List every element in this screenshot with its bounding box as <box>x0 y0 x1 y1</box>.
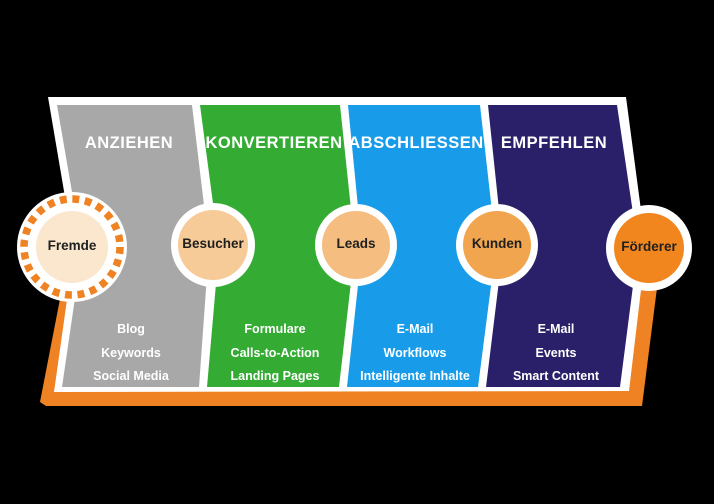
circle-foerderer <box>614 213 684 283</box>
list-item: Workflows <box>383 345 447 360</box>
circle-fremde-dashes <box>20 195 124 299</box>
items-konvertieren: Formulare Calls-to-Action Landing Pages <box>180 318 370 389</box>
list-item: Formulare <box>244 322 306 336</box>
heading-empfehlen: EMPFEHLEN <box>500 134 608 152</box>
circle-fremde <box>36 211 108 283</box>
list-item: Social Media <box>93 369 169 383</box>
list-item: Landing Pages <box>230 369 320 383</box>
items-empfehlen: E-Mail Events Smart Content <box>461 318 651 389</box>
list-item: Calls-to-Action <box>230 345 320 360</box>
list-item: Events <box>535 345 577 360</box>
label-leads: Leads <box>336 236 376 251</box>
label-besucher: Besucher <box>182 236 244 251</box>
circle-kunden <box>463 211 531 279</box>
list-item: Keywords <box>101 345 161 360</box>
list-item: Blog <box>117 322 145 336</box>
list-item: E-Mail <box>537 322 575 336</box>
label-fremde: Fremde <box>47 238 97 253</box>
circle-besucher <box>178 210 248 280</box>
panel-anziehen <box>57 105 209 387</box>
panel-konvertieren <box>200 105 355 387</box>
label-foerderer: Förderer <box>621 239 677 254</box>
label-kunden: Kunden <box>471 236 523 251</box>
circle-leads <box>322 211 390 279</box>
heading-anziehen: ANZIEHEN <box>84 134 174 152</box>
panel-abschliessen <box>347 105 496 387</box>
list-item: Smart Content <box>512 369 600 383</box>
panel-empfehlen <box>486 105 638 387</box>
list-item: E-Mail <box>396 322 434 336</box>
items-abschliessen: E-Mail Workflows Intelligente Inhalte <box>320 318 510 389</box>
heading-konvertieren: KONVERTIEREN <box>205 134 343 152</box>
items-anziehen: Blog Keywords Social Media <box>36 318 226 389</box>
list-item: Intelligente Inhalte <box>360 369 470 383</box>
heading-abschliessen: ABSCHLIESSEN <box>348 134 484 152</box>
